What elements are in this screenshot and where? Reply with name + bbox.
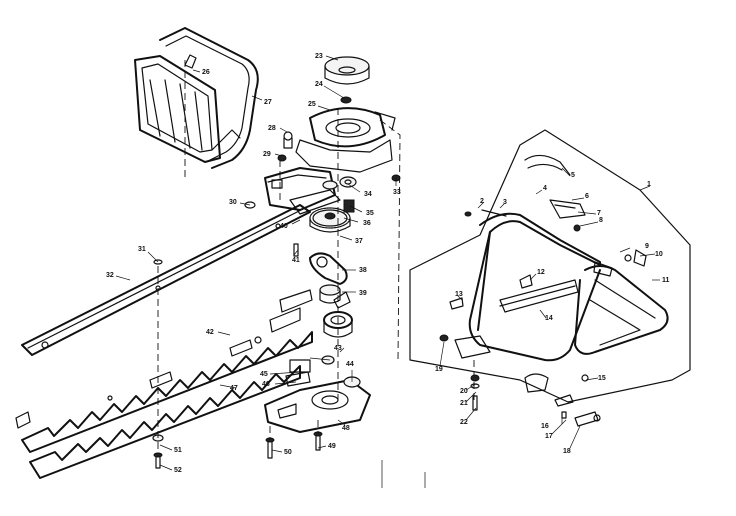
callout-2: 2 bbox=[480, 198, 484, 205]
callout-35: 35 bbox=[366, 210, 374, 217]
callout-49: 49 bbox=[328, 443, 336, 450]
callout-24: 24 bbox=[315, 81, 323, 88]
callout-23: 23 bbox=[315, 53, 323, 60]
gear-bracket bbox=[264, 167, 357, 215]
callout-10: 10 bbox=[655, 251, 663, 258]
callout-6: 6 bbox=[585, 193, 589, 200]
callout-27: 27 bbox=[264, 99, 272, 106]
callout-47: 47 bbox=[230, 385, 238, 392]
callout-33: 33 bbox=[393, 189, 401, 196]
base-plate bbox=[264, 355, 371, 433]
callout-43: 43 bbox=[334, 345, 342, 352]
assembly-lines bbox=[157, 60, 475, 452]
callout-32: 32 bbox=[106, 272, 114, 279]
callout-15: 15 bbox=[598, 375, 606, 382]
cutter-blades bbox=[15, 289, 313, 479]
blade-guide-bar bbox=[21, 204, 311, 356]
callout-4: 4 bbox=[543, 185, 547, 192]
callout-45: 45 bbox=[260, 371, 268, 378]
callout-19: 19 bbox=[435, 366, 443, 373]
callout-50: 50 bbox=[284, 449, 292, 456]
callout-52: 52 bbox=[174, 467, 182, 474]
callout-9: 9 bbox=[645, 243, 649, 250]
callout-25: 25 bbox=[308, 101, 316, 108]
callout-numbers: 1 2 3 4 5 6 7 8 9 10 11 12 13 14 15 16 1… bbox=[106, 53, 670, 474]
callout-28: 28 bbox=[268, 125, 276, 132]
front-handle bbox=[134, 27, 259, 169]
connecting-rod bbox=[309, 252, 351, 309]
callout-26: 26 bbox=[202, 69, 210, 76]
callout-5: 5 bbox=[571, 172, 575, 179]
callout-44: 44 bbox=[346, 361, 354, 368]
callout-1: 1 bbox=[647, 181, 651, 188]
scan-marks bbox=[381, 460, 426, 488]
fasteners-left bbox=[152, 154, 401, 469]
callout-37: 37 bbox=[355, 238, 363, 245]
gear-housing-cover bbox=[283, 56, 396, 173]
callout-51: 51 bbox=[174, 447, 182, 454]
callout-34: 34 bbox=[364, 191, 372, 198]
callout-36: 36 bbox=[363, 220, 371, 227]
callout-20: 20 bbox=[460, 388, 468, 395]
callout-30: 30 bbox=[229, 199, 237, 206]
callout-13: 13 bbox=[455, 291, 463, 298]
callout-17: 17 bbox=[545, 433, 553, 440]
callout-11: 11 bbox=[662, 277, 670, 284]
callout-29: 29 bbox=[263, 151, 271, 158]
callout-48: 48 bbox=[342, 425, 350, 432]
leader-lines bbox=[115, 55, 660, 471]
callout-7: 7 bbox=[597, 210, 601, 217]
callout-40: 40 bbox=[280, 223, 288, 230]
callout-46: 46 bbox=[262, 381, 270, 388]
callout-42: 42 bbox=[206, 329, 214, 336]
callout-22: 22 bbox=[460, 419, 468, 426]
callout-18: 18 bbox=[563, 448, 571, 455]
callout-14: 14 bbox=[545, 315, 553, 322]
callout-16: 16 bbox=[541, 423, 549, 430]
gear bbox=[309, 199, 355, 233]
callout-21: 21 bbox=[460, 400, 468, 407]
callout-8: 8 bbox=[599, 217, 603, 224]
callout-3: 3 bbox=[503, 199, 507, 206]
callout-41: 41 bbox=[292, 257, 300, 264]
callout-39: 39 bbox=[359, 290, 367, 297]
callout-38: 38 bbox=[359, 267, 367, 274]
support-frame bbox=[409, 129, 691, 427]
callout-31: 31 bbox=[138, 246, 146, 253]
callout-12: 12 bbox=[537, 269, 545, 276]
